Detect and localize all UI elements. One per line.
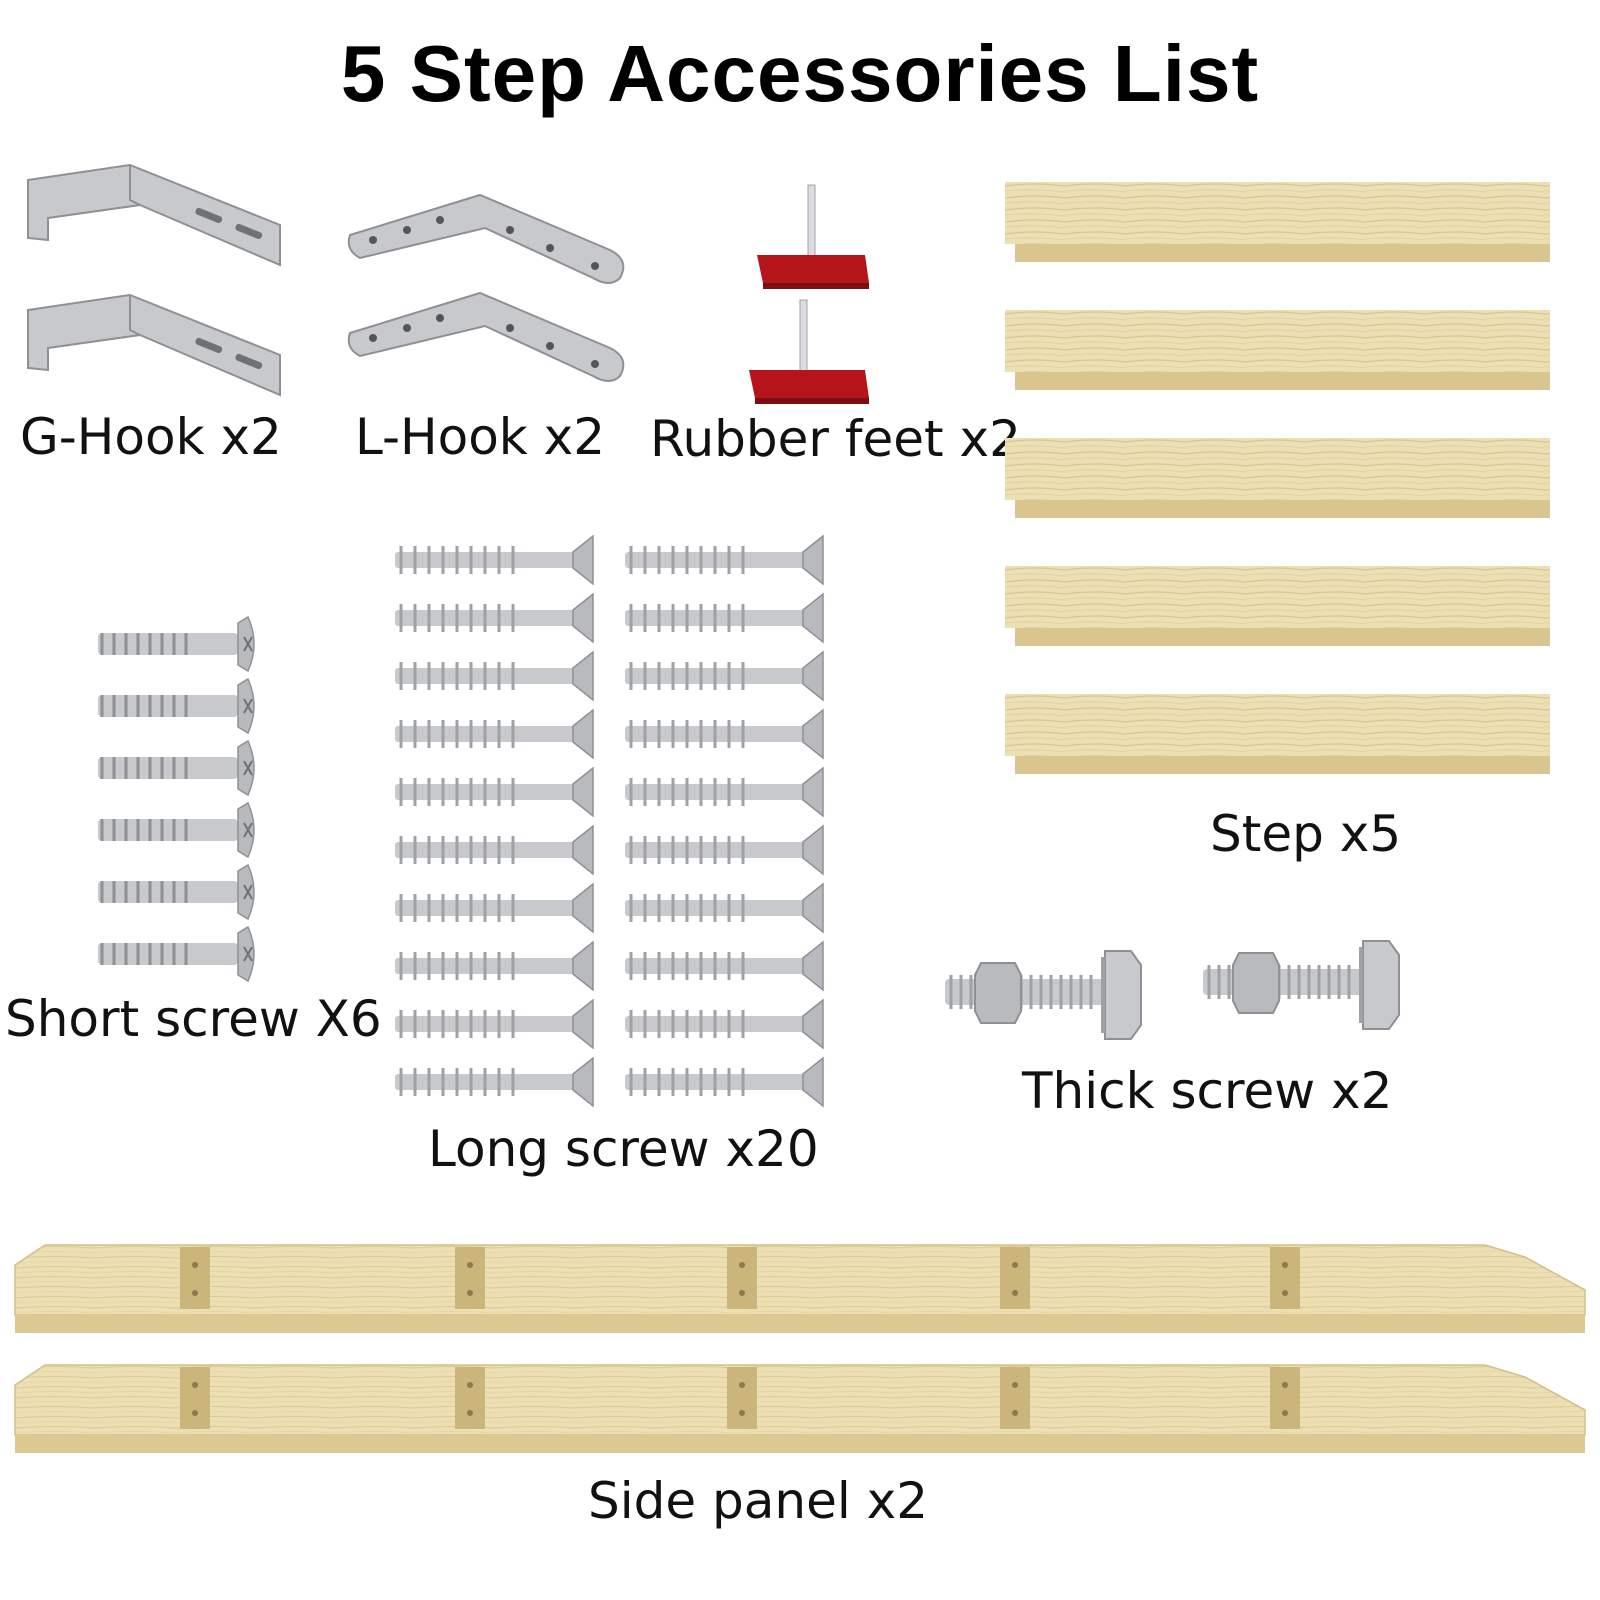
long-screw-icon [393,592,595,644]
short-screw-icon [96,615,256,673]
short-screw-icon [96,739,256,797]
l-hook-label: L-Hook x2 [355,408,606,466]
l-hook-icon [347,291,625,382]
long-screw-icon [393,998,595,1050]
thick-screw-icon [1201,939,1401,1031]
long-screw-icon [393,1056,595,1108]
long-screw-icon [393,534,595,586]
long-screw-icon [623,766,825,818]
long-screw-icon [623,534,825,586]
rubber-foot-icon [757,184,869,289]
short-screw-icon [96,677,256,735]
long-screws-group [393,534,835,1120]
step-label: Step x5 [1210,805,1402,863]
long-screw-icon [393,824,595,876]
long-screw-icon [393,882,595,934]
steps-group [1005,182,1565,782]
side-panel-label: Side panel x2 [588,1472,929,1530]
long-screw-label: Long screw x20 [428,1120,819,1178]
step-board-icon [1005,566,1550,646]
step-board-icon [1005,438,1550,518]
step-board-icon [1005,310,1550,390]
step-board-icon [1005,694,1550,774]
short-screw-icon [96,925,256,983]
rubber-foot-icon [749,299,869,404]
long-screw-icon [623,940,825,992]
step-board-icon [1005,182,1550,262]
long-screw-icon [393,766,595,818]
long-screw-icon [623,708,825,760]
long-screw-icon [623,650,825,702]
thick-screw-label: Thick screw x2 [1022,1062,1393,1120]
side-panel-icon [14,1244,1586,1334]
long-screw-icon [623,998,825,1050]
short-screw-icon [96,863,256,921]
side-panels-group [14,1244,1595,1465]
long-screw-icon [623,824,825,876]
short-screw-label: Short screw X6 [5,990,382,1048]
rubber-feet-label: Rubber feet x2 [650,410,1021,468]
l-hook-icon [347,193,625,284]
short-screws-group [96,615,268,995]
thick-screws-group [943,939,1415,1055]
short-screw-icon [96,801,256,859]
g-hook-label: G-Hook x2 [20,408,282,466]
g-hook-group [20,160,290,400]
long-screw-icon [393,940,595,992]
long-screw-icon [623,592,825,644]
long-screw-icon [623,882,825,934]
long-screw-icon [623,1056,825,1108]
rubber-feet-group [749,184,885,410]
long-screw-icon [393,650,595,702]
side-panel-icon [14,1364,1586,1454]
long-screw-icon [393,708,595,760]
l-hook-group [345,190,635,390]
g-hook-icon [27,163,281,267]
page-title: 5 Step Accessories List [340,29,1260,118]
thick-screw-icon [943,949,1143,1041]
g-hook-icon [27,293,281,397]
